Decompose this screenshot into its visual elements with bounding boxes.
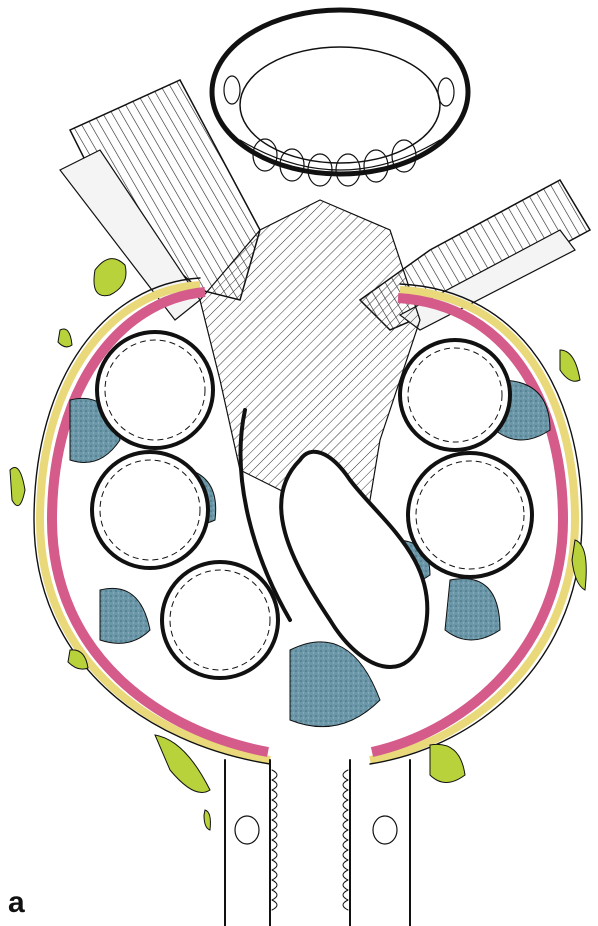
peripolar-cell xyxy=(430,744,465,782)
panel-label: a xyxy=(8,886,25,920)
podocyte xyxy=(100,588,150,643)
peripolar-cell xyxy=(58,329,72,347)
capillary-loop xyxy=(162,562,278,678)
peripolar-cell xyxy=(10,468,25,506)
peripolar-cell xyxy=(94,259,126,296)
tubule-nucleus xyxy=(373,816,397,844)
peripolar-cell xyxy=(204,810,210,830)
peripolar-cell xyxy=(560,350,580,381)
capillary-loop xyxy=(281,452,427,667)
proximal-tubule xyxy=(225,760,410,926)
capillary-loop xyxy=(408,453,532,577)
capillary-loop xyxy=(92,452,208,568)
capillary-loop xyxy=(97,332,213,448)
podocyte xyxy=(445,579,500,640)
distal-tubule xyxy=(212,10,468,186)
capillary-loop xyxy=(400,340,510,450)
tubule-nucleus xyxy=(235,816,259,844)
